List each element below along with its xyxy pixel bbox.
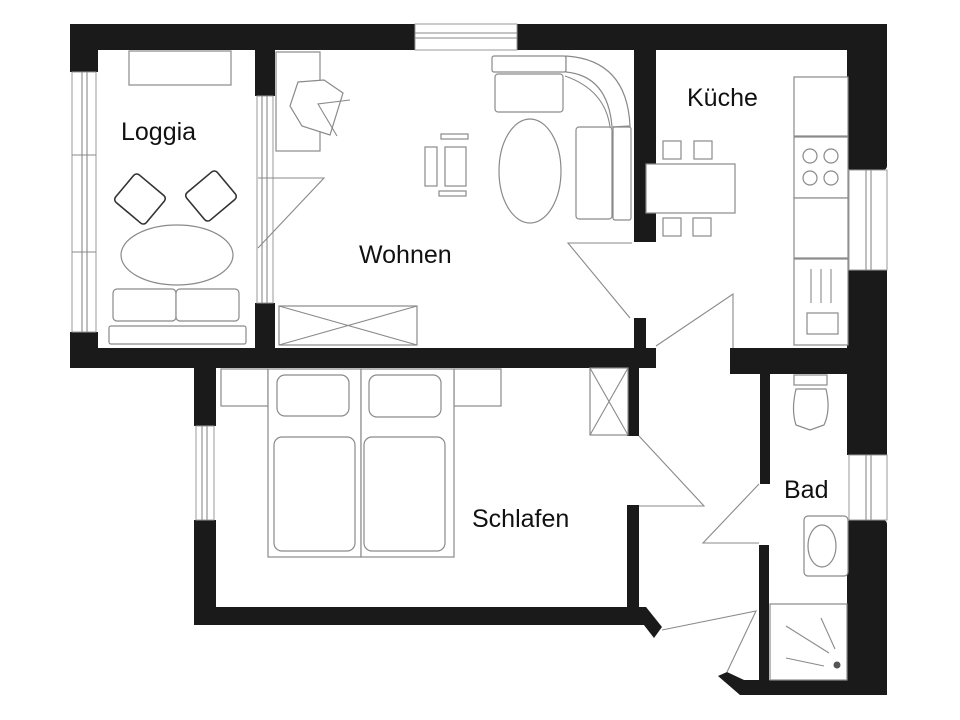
room-label-wohnen: Wohnen: [359, 241, 452, 269]
bath-door: [701, 483, 760, 544]
entrance-door: [661, 610, 757, 673]
room-labels: Loggia Wohnen Küche Schlafen Bad: [121, 84, 828, 533]
windows: [71, 23, 888, 521]
bedroom-door: [638, 435, 706, 507]
doors: [257, 177, 760, 673]
kueche-furniture: [645, 76, 849, 346]
toilet: [792, 388, 829, 431]
drain-icon: [833, 661, 841, 669]
stove: [793, 136, 849, 199]
loggia-door: [257, 177, 326, 249]
walls: [70, 24, 887, 695]
schlafen-furniture: [220, 367, 629, 558]
room-label-bad: Bad: [784, 476, 828, 504]
bad-furniture: [769, 374, 849, 681]
room-label-loggia: Loggia: [121, 118, 196, 146]
room-label-schlafen: Schlafen: [472, 505, 569, 533]
shower: [769, 603, 848, 681]
kitchen-door: [655, 292, 734, 348]
room-label-kueche: Küche: [687, 84, 758, 112]
wohnen-door: [566, 242, 632, 319]
loggia-furniture: [108, 50, 247, 345]
wohnen-furniture: [275, 51, 632, 346]
